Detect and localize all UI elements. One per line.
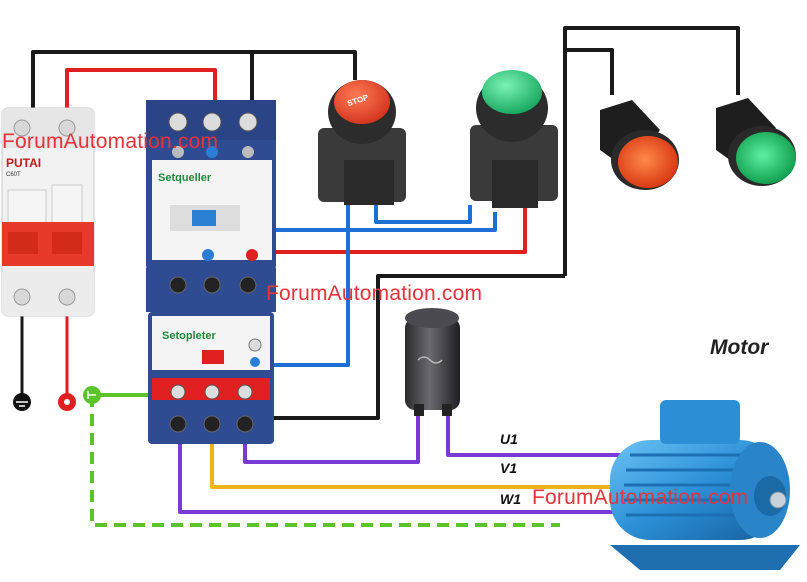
wire-blue-stop-to-olr — [256, 205, 350, 367]
wire-blue-stop-to-start — [374, 205, 472, 224]
breaker-output-terminals — [13, 393, 76, 411]
earth-terminal — [83, 386, 101, 404]
phase-label-v1: V1 — [500, 460, 518, 476]
wire-v1 — [210, 440, 640, 489]
contactor-brand: Setqueller — [158, 172, 212, 184]
motor-label: Motor — [710, 336, 769, 359]
wire-u1-motor — [446, 412, 640, 457]
wire-black-breaker-to-lamps — [31, 50, 357, 118]
overload-relay — [148, 312, 274, 444]
wire-earth-dashed — [90, 395, 560, 527]
start-button — [470, 70, 558, 208]
wire-w1 — [178, 440, 640, 514]
wire-black-lamp-loop — [563, 26, 740, 276]
overload-relay-brand: Setopleter — [162, 330, 216, 342]
phase-label-w1: W1 — [500, 491, 521, 507]
wire-u1 — [243, 412, 420, 464]
phase-label-u1: U1 — [500, 431, 518, 447]
contactor — [146, 100, 276, 312]
breaker-rating: C60T — [6, 172, 21, 178]
green-pilot-lamp — [716, 98, 796, 186]
watermark-center: ForumAutomation.com — [266, 282, 483, 305]
wire-black — [31, 26, 740, 420]
red-pilot-lamp — [600, 100, 679, 190]
wire-black-lamp-drop — [565, 48, 614, 95]
motor — [610, 400, 800, 570]
stop-button — [318, 80, 406, 205]
watermark-top-left: ForumAutomation.com — [2, 130, 219, 153]
breaker-brand: PUTAI — [6, 156, 42, 170]
circuit-breaker — [1, 107, 95, 317]
wire-black-to-olr — [270, 274, 565, 420]
wire-red — [65, 68, 527, 254]
watermark-bottom-right: ForumAutomation.com — [532, 486, 749, 509]
wire-motor — [178, 412, 640, 514]
capacitor — [405, 308, 460, 416]
wire-red-breaker-to-contactor — [65, 68, 217, 118]
